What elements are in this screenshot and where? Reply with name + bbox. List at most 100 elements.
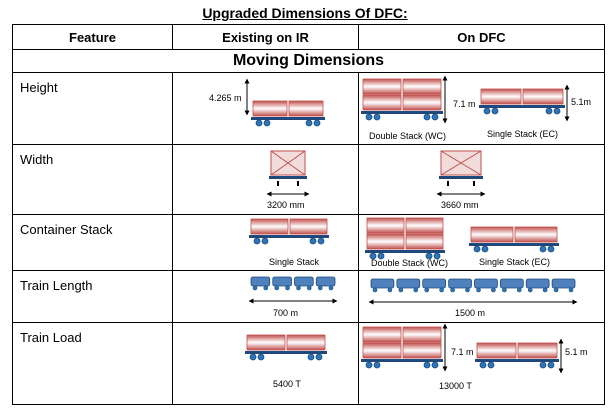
ir-width-value: 3200 mm <box>267 200 305 210</box>
container <box>405 217 444 234</box>
ir-length-value: 700 m <box>273 308 298 318</box>
wheel <box>423 113 431 121</box>
wagon-deck <box>361 111 443 114</box>
axle <box>447 181 449 186</box>
wheel <box>309 237 317 245</box>
container <box>517 342 558 359</box>
wheel <box>439 287 444 293</box>
container <box>402 94 442 111</box>
wheel <box>553 287 559 293</box>
header-row: Feature Existing on IR On DFC <box>12 24 605 50</box>
ir-width-diagram: 3200 mm <box>266 150 310 210</box>
wheel <box>255 119 263 127</box>
wheel <box>465 287 470 293</box>
dfc-height-single-value: 5.1m <box>571 97 591 107</box>
coach <box>525 278 550 289</box>
container <box>288 100 324 117</box>
header-existing: Existing on IR <box>172 24 359 50</box>
dfc-load-single-value: 5.1 m <box>565 347 588 357</box>
container <box>362 78 402 95</box>
wheel <box>450 287 455 293</box>
dfc-load-double-value: 7.1 m <box>451 347 474 357</box>
container <box>252 100 288 117</box>
wheel <box>545 107 553 115</box>
container <box>480 88 522 105</box>
wheel <box>373 113 381 121</box>
container <box>476 342 517 359</box>
dfc-length-diagram: 1500 m <box>368 278 578 318</box>
dfc-load-value: 13000 T <box>439 381 472 391</box>
wheel <box>413 287 419 293</box>
wheel <box>249 353 257 361</box>
dfc-long-train <box>370 278 576 293</box>
feature-train-length: Train Length <box>12 270 173 323</box>
wagon-deck <box>439 176 483 179</box>
section-title: Moving Dimensions <box>12 49 605 73</box>
ir-length-diagram: 700 m <box>248 276 338 318</box>
coach <box>250 276 271 287</box>
wheel <box>306 285 312 291</box>
ir-load-diagram: 5400 T <box>245 334 327 389</box>
wheel <box>568 287 574 293</box>
wheel <box>296 285 301 291</box>
wheel <box>424 287 430 293</box>
ir-load-value: 5400 T <box>273 379 301 389</box>
ir-width-cell: 3200 mm <box>172 144 359 215</box>
wheel <box>372 287 378 293</box>
wheel <box>481 245 489 253</box>
wheel <box>305 119 313 127</box>
coach <box>315 276 336 287</box>
table-row: Container Stack Single Stack Double Stac… <box>12 214 605 271</box>
container <box>366 217 405 234</box>
header-feature: Feature <box>12 24 173 50</box>
wheel <box>476 287 481 293</box>
wagon-deck <box>469 243 559 246</box>
dfc-stack-single-label: Single Stack (EC) <box>479 257 550 267</box>
section-row: Moving Dimensions <box>12 49 605 73</box>
container <box>405 233 444 250</box>
ir-height-cell: 4.265 m <box>172 72 359 145</box>
wheel <box>431 113 439 121</box>
wheel <box>553 107 561 115</box>
dfc-stack-diagram: Double Stack (WC) Single Stack (EC) <box>365 217 559 268</box>
container <box>470 226 514 243</box>
container <box>286 334 326 351</box>
wheel <box>527 287 533 293</box>
wagon-deck <box>251 117 325 120</box>
wagon-deck <box>269 176 307 179</box>
ir-height-train <box>251 100 325 127</box>
wheel <box>423 361 431 369</box>
cross-line <box>270 150 306 176</box>
header-dfc: On DFC <box>358 24 605 50</box>
dfc-end-view <box>439 150 483 186</box>
ir-stack-label: Single Stack <box>269 257 320 267</box>
wheel <box>369 252 377 260</box>
dfc-height-diagram: 7.1 m 5.1m Double Stack (WC) Single Stac… <box>361 75 591 141</box>
wheel <box>274 285 280 291</box>
dfc-double-stack-label: Double Stack (WC) <box>369 131 446 141</box>
wheel <box>365 113 373 121</box>
wheel <box>547 361 555 369</box>
ir-short-train <box>250 276 336 291</box>
coach <box>448 278 472 289</box>
dfc-height-single-train <box>479 88 565 115</box>
table-row: Train Load 5400 T 7.1 m 5.1 m 13000 T <box>12 322 605 405</box>
dfc-stack-double-label: Double Stack (WC) <box>371 258 448 268</box>
coach <box>272 276 292 287</box>
wheel <box>317 285 323 291</box>
wheel <box>542 287 548 293</box>
container <box>362 94 402 111</box>
container <box>246 334 286 351</box>
ir-stack-train <box>249 218 329 245</box>
ir-height-diagram: 4.265 m <box>209 78 325 127</box>
feature-width: Width <box>12 144 173 215</box>
table-row: Train Length 700 m 1500 m <box>12 270 605 323</box>
table-row: Height 4.265 m 7.1 m 5.1m Double Stack (… <box>12 72 605 145</box>
wheel <box>315 353 323 361</box>
wheel <box>479 361 487 369</box>
wheel <box>252 285 258 291</box>
page-title: Upgraded Dimensions Of DFC: <box>202 5 408 21</box>
ir-load-cell: 5400 T <box>172 322 359 405</box>
container <box>402 78 442 95</box>
coach <box>551 278 576 289</box>
